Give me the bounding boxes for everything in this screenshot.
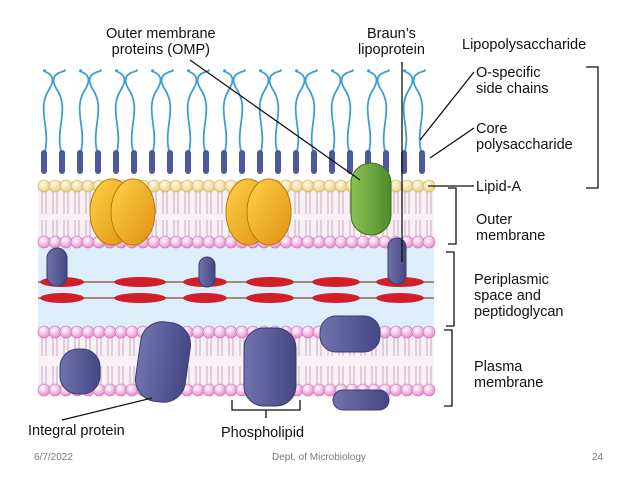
periplasmic-label: Periplasmic space and peptidoglycan	[474, 272, 564, 320]
phospholipid-label: Phospholipid	[221, 425, 305, 441]
peptidoglycan-layer	[38, 277, 434, 303]
periplasmic-space	[38, 246, 434, 328]
lipopolysaccharide-label: Lipopolysaccharide	[462, 37, 587, 53]
plasma-membrane-label: Plasma membrane	[474, 359, 544, 391]
lipid-a-label: Lipid-A	[476, 179, 522, 195]
leader-lines	[61, 59, 599, 421]
omp-protein-1	[89, 178, 156, 246]
omp-protein-2	[225, 178, 292, 246]
brauns-lipoprotein-label: Braun’s lipoprotein	[358, 26, 425, 58]
omp-label: Outer membrane proteins (OMP)	[106, 26, 216, 58]
o-specific-side-chains	[42, 69, 426, 156]
integral-protein-label: Integral protein	[28, 423, 125, 439]
footer-date: 6/7/2022	[34, 452, 73, 463]
footer-department: Dept. of Microbiology	[272, 452, 366, 463]
o-specific-label: O-specific side chains	[476, 65, 549, 97]
outer-membrane-label: Outer membrane	[476, 212, 546, 244]
core-polysaccharide-label: Core polysaccharide	[476, 121, 573, 153]
core-polysaccharide	[41, 150, 425, 174]
brauns-lipoprotein-shape	[350, 162, 392, 236]
footer-page-number: 24	[592, 452, 604, 463]
